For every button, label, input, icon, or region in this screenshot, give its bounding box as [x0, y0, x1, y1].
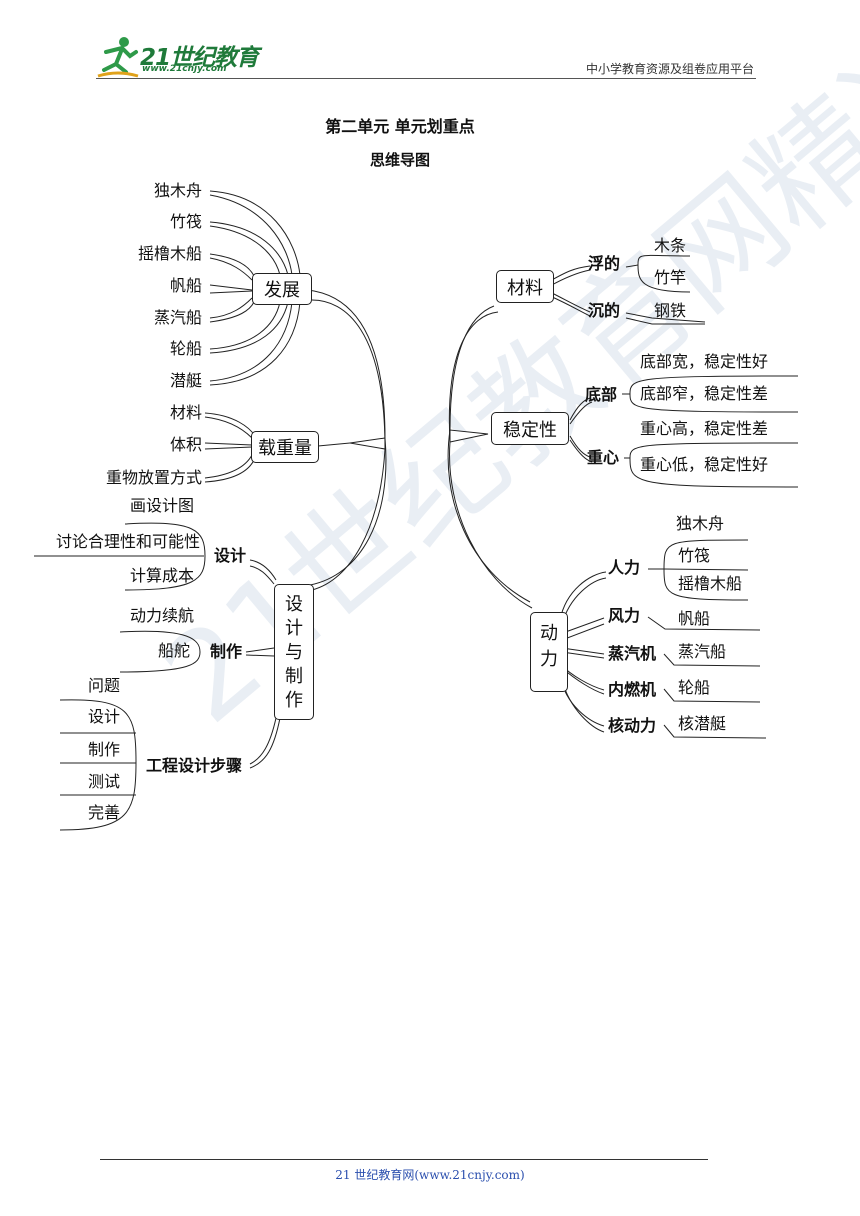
development-item: 摇橹木船: [137, 244, 202, 263]
node-center-of-gravity: 重心: [587, 448, 620, 467]
design-item: 画设计图: [129, 496, 194, 515]
node-engineering-steps: 工程设计步骤: [146, 756, 243, 775]
human-item: 独木舟: [676, 514, 725, 533]
bottom-item: 底部窄，稳定性差: [640, 384, 769, 403]
node-load-capacity: 载重量: [251, 431, 319, 463]
step-item: 问题: [88, 676, 121, 695]
design-item: 讨论合理性和可能性: [55, 532, 200, 551]
node-development: 发展: [252, 273, 312, 305]
node-design-and-make: 设计与制作: [274, 584, 314, 720]
node-power: 动力: [530, 612, 568, 692]
logo-url: www.21cnjy.com: [142, 64, 227, 74]
node-steam-engine: 蒸汽机: [608, 644, 657, 663]
page-title: 第二单元 单元划重点: [325, 117, 475, 136]
node-sink: 沉的: [588, 301, 621, 320]
make-item: 船舵: [157, 641, 190, 660]
nuclear-item: 核潜艇: [678, 714, 727, 733]
node-nuclear-power: 核动力: [608, 716, 657, 735]
site-logo: 21世纪教育 www.21cnjy.com: [96, 34, 266, 80]
runner-icon: [97, 37, 139, 78]
human-item: 竹筏: [678, 546, 711, 565]
header-divider: [96, 78, 756, 79]
design-item: 计算成本: [129, 566, 194, 585]
human-item: 摇橹木船: [678, 574, 743, 593]
load-item: 材料: [169, 403, 202, 422]
footer-divider: [100, 1159, 708, 1160]
development-item: 潜艇: [169, 371, 202, 390]
node-combustion-engine: 内燃机: [608, 680, 657, 699]
platform-name: 中小学教育资源及组卷应用平台: [585, 62, 754, 76]
float-item: 木条: [654, 236, 687, 255]
float-item: 竹竿: [654, 268, 687, 287]
load-item: 重物放置方式: [105, 468, 202, 487]
step-item: 设计: [88, 707, 121, 726]
step-item: 测试: [88, 772, 121, 791]
development-item: 轮船: [169, 339, 202, 358]
node-material: 材料: [496, 270, 554, 303]
load-item: 体积: [169, 435, 202, 454]
wind-item: 帆船: [678, 609, 711, 628]
footer-text: 21 世纪教育网(www.21cnjy.com): [335, 1168, 525, 1182]
step-item: 完善: [88, 803, 121, 822]
node-make: 制作: [210, 642, 243, 661]
combustion-item: 轮船: [678, 678, 711, 697]
node-stability: 稳定性: [491, 412, 569, 445]
node-design: 设计: [214, 546, 247, 565]
development-item: 独木舟: [153, 181, 202, 200]
center-item: 重心低，稳定性好: [640, 455, 769, 474]
bottom-item: 底部宽，稳定性好: [640, 352, 769, 371]
make-item: 动力续航: [129, 606, 194, 625]
step-item: 制作: [88, 740, 121, 759]
development-item: 竹筏: [169, 212, 202, 231]
node-float: 浮的: [588, 254, 621, 273]
node-wind-power: 风力: [608, 606, 641, 625]
development-item: 蒸汽船: [153, 308, 202, 327]
logo-text: 21世纪教育: [140, 45, 259, 71]
steam-item: 蒸汽船: [678, 642, 727, 661]
node-power-label: 动力: [540, 623, 558, 670]
node-design-and-make-label: 设计与制作: [285, 594, 303, 711]
page-subtitle: 思维导图: [369, 151, 430, 169]
node-bottom: 底部: [585, 385, 618, 404]
development-item: 帆船: [169, 276, 202, 295]
center-item: 重心高，稳定性差: [640, 419, 769, 438]
sink-item: 钢铁: [654, 301, 687, 320]
node-human-power: 人力: [608, 558, 641, 577]
